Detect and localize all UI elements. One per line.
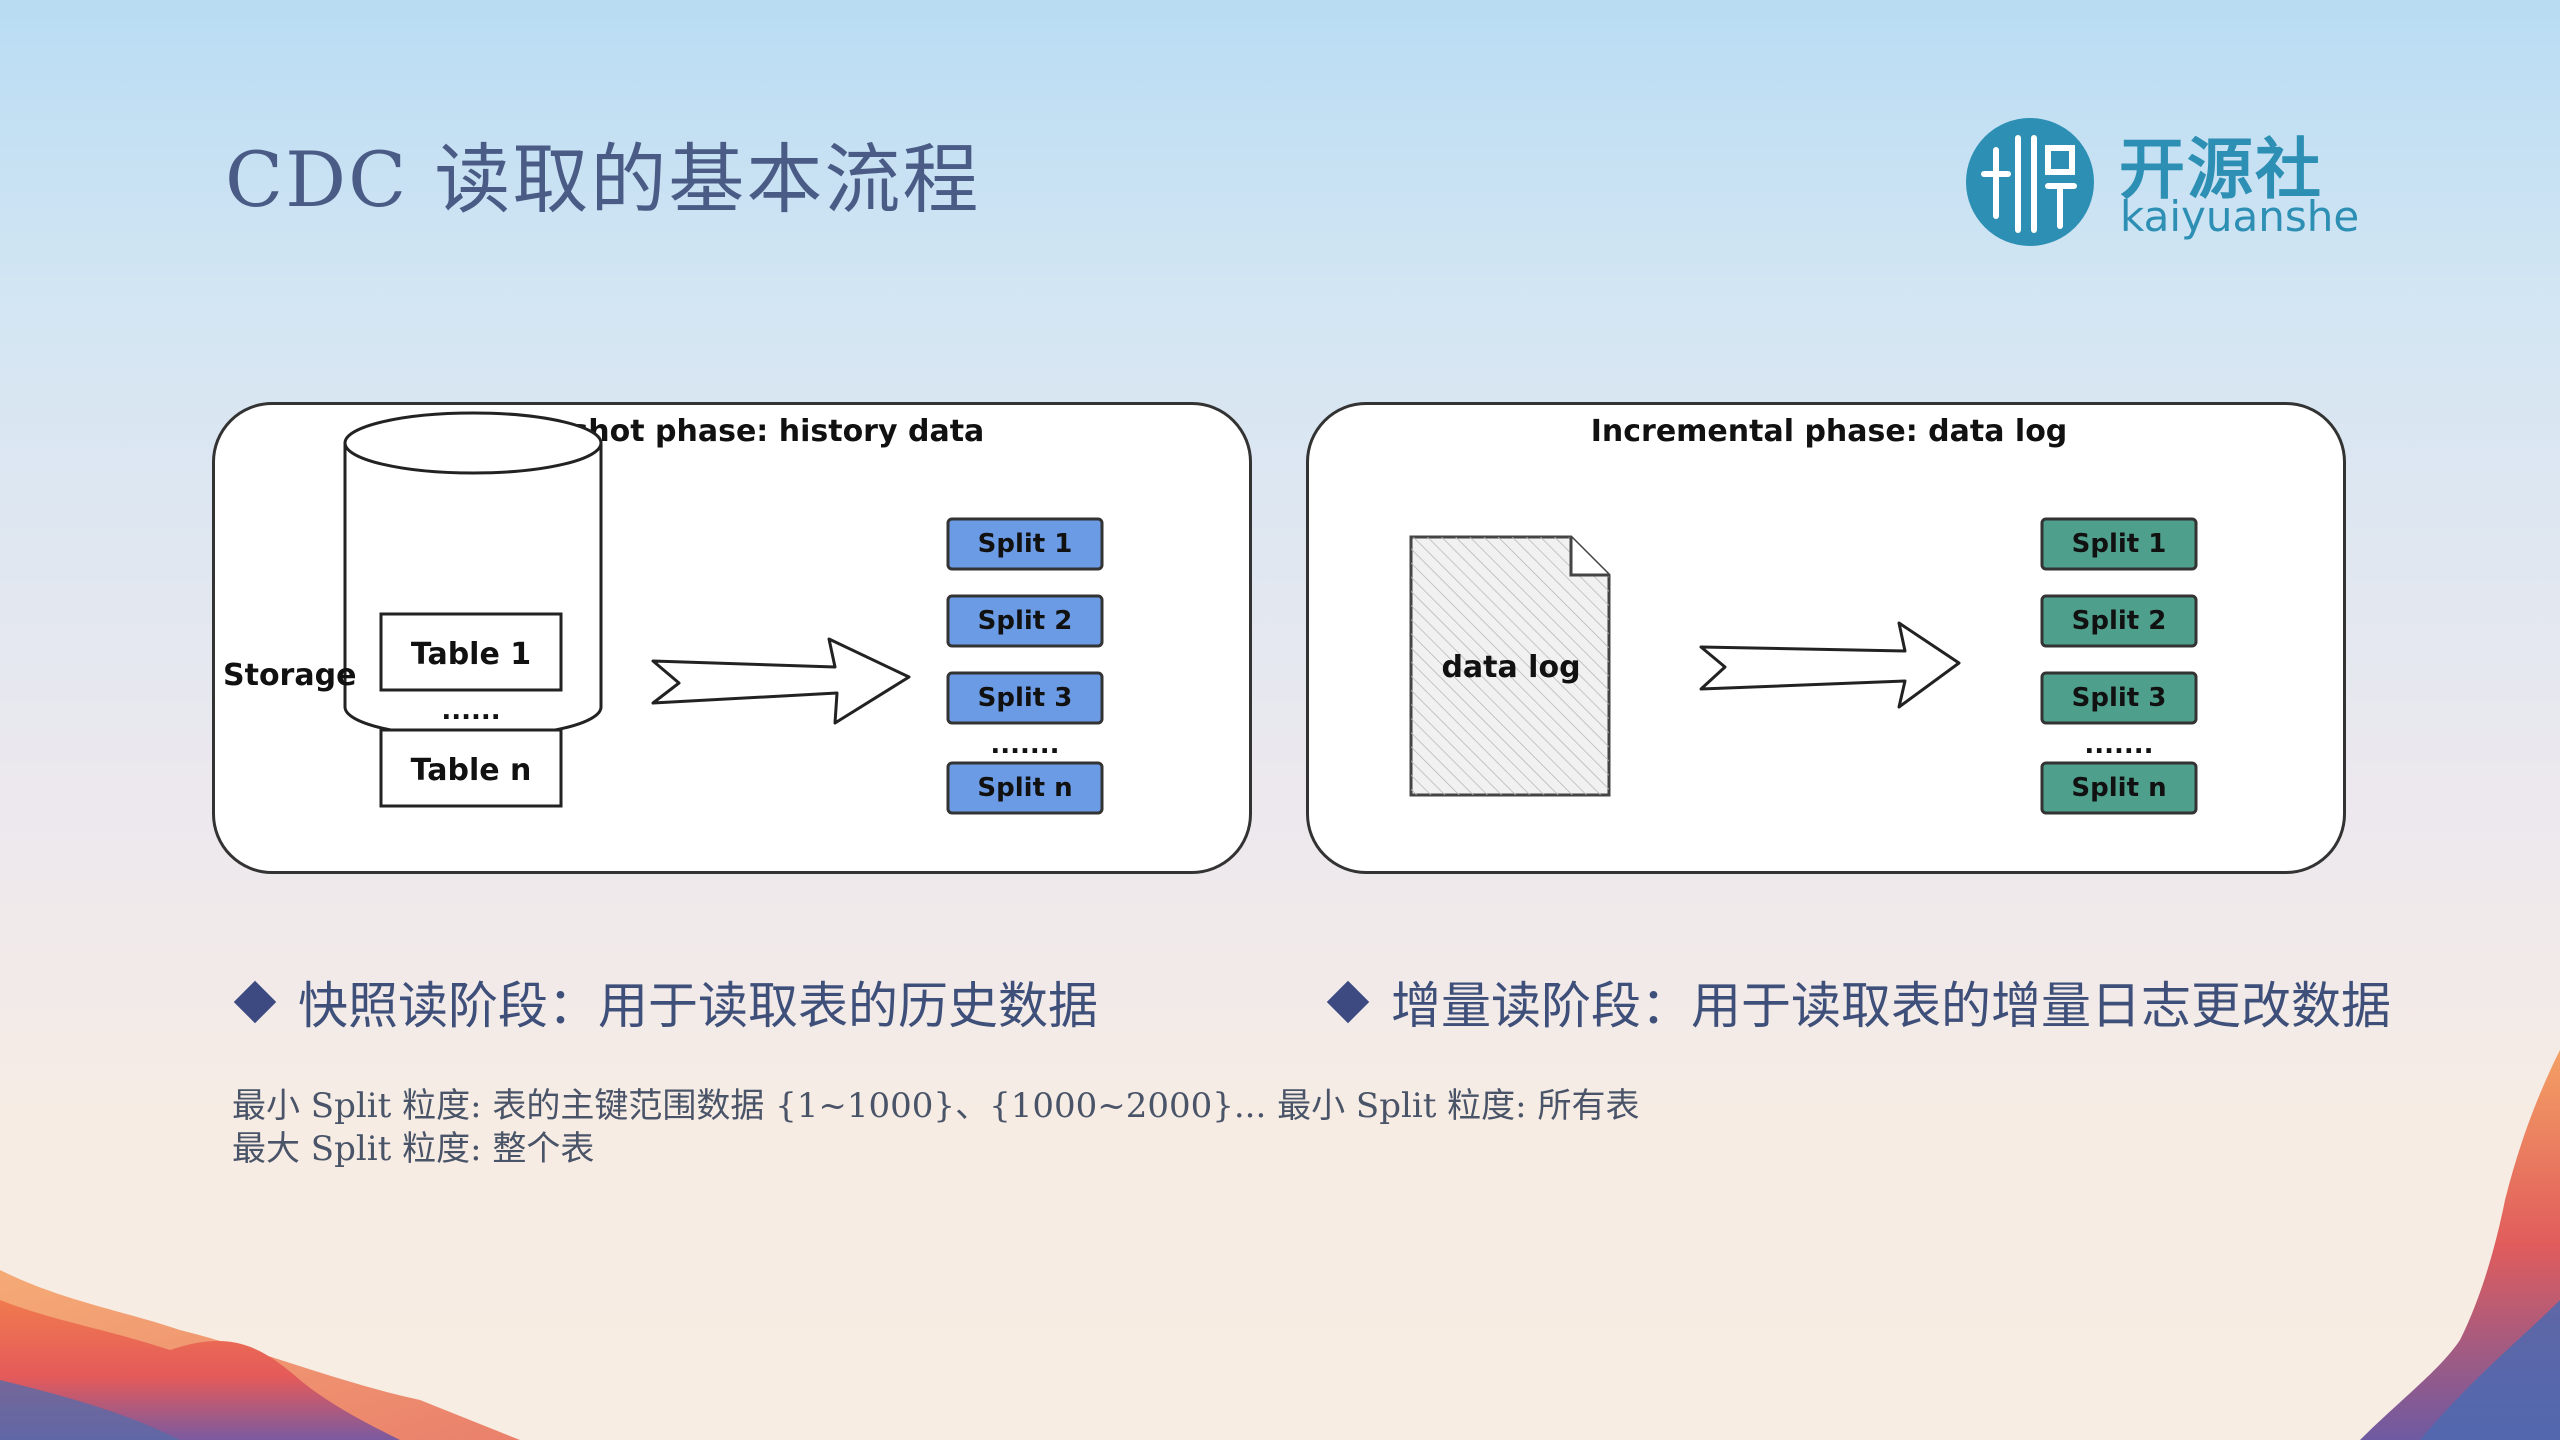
snapshot-bullet-text: 快照读阶段：用于读取表的历史数据: [298, 977, 1098, 1035]
snapshot-split-2: Split 2: [946, 594, 1104, 648]
storage-label: Storage: [223, 658, 356, 693]
incremental-split-1-label: Split 1: [2072, 529, 2167, 559]
incremental-split-1: Split 1: [2040, 517, 2198, 571]
incremental-heading: Incremental phase: data log: [1591, 414, 2068, 449]
table-1-label: Table 1: [411, 637, 531, 672]
flow-arrow-icon: [1699, 621, 1961, 709]
snapshot-split-ellipsis: .......: [990, 730, 1059, 760]
incremental-bullet-text: 增量读阶段：用于读取表的增量日志更改数据: [1391, 977, 2391, 1035]
table-ellipsis: ......: [441, 696, 500, 726]
snapshot-split-n-label: Split n: [977, 773, 1072, 803]
snapshot-split-1: Split 1: [946, 517, 1104, 571]
logo-name-en: kaiyuanshe: [2120, 192, 2360, 241]
incremental-split-n: Split n: [2040, 761, 2198, 815]
snapshot-split-1-label: Split 1: [978, 529, 1073, 559]
flow-arrow-icon: [651, 637, 911, 725]
snapshot-split-2-label: Split 2: [978, 606, 1073, 636]
mountain-left-front: [0, 1300, 400, 1440]
table-n-label: Table n: [411, 753, 532, 788]
incremental-split-2: Split 2: [2040, 594, 2198, 648]
snapshot-phase-panel: Snapshot phase: history data Storage Tab…: [212, 402, 1252, 874]
slide-title: CDC 读取的基本流程: [225, 135, 981, 224]
snapshot-split-n: Split n: [946, 761, 1104, 815]
split-granularity-note-2: 最大 Split 粒度: 整个表: [232, 1129, 595, 1169]
logo-name-cn: 开源社: [2119, 131, 2323, 208]
table-n-box: [379, 728, 563, 808]
kaiyuanshe-logo: 开源社 kaiyuanshe: [1962, 112, 2362, 252]
data-log-file-icon: [1409, 535, 1611, 797]
incremental-phase-panel: Incremental phase: data log data log Spl…: [1306, 402, 2346, 874]
snapshot-split-3: Split 3: [946, 671, 1104, 725]
incremental-split-3: Split 3: [2040, 671, 2198, 725]
incremental-split-n-label: Split n: [2071, 773, 2166, 803]
mountain-left-shadow: [0, 1380, 180, 1440]
mountain-right: [2360, 1050, 2560, 1440]
split-granularity-note-1: 最小 Split 粒度: 表的主键范围数据 {1~1000}、{1000~200…: [232, 1086, 1640, 1126]
incremental-split-ellipsis: .......: [2084, 730, 2153, 760]
table-1-box: [379, 612, 563, 692]
snapshot-split-3-label: Split 3: [978, 683, 1073, 713]
kaiyuanshe-logo-icon: [1966, 118, 2094, 246]
incremental-bullet: 增量读阶段：用于读取表的增量日志更改数据: [1325, 966, 2391, 1038]
mountain-right-shadow: [2420, 1300, 2560, 1440]
data-log-label: data log: [1441, 650, 1580, 685]
incremental-split-3-label: Split 3: [2072, 683, 2167, 713]
incremental-split-2-label: Split 2: [2072, 606, 2167, 636]
snapshot-bullet: 快照读阶段：用于读取表的历史数据: [232, 966, 1098, 1038]
